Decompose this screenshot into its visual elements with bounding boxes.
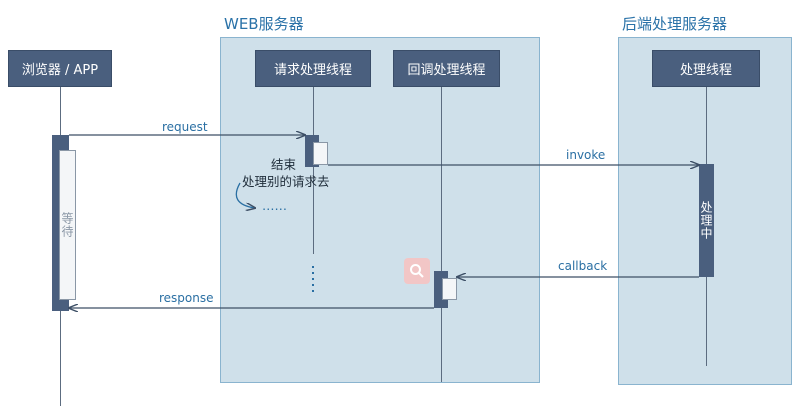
processing-label: 处理中	[699, 201, 713, 240]
handle-other-note: 处理别的请求去	[242, 174, 330, 189]
request-thread-inner	[313, 142, 328, 165]
processing-thread-actor: 处理线程	[652, 50, 760, 87]
callback-thread-lifeline	[441, 86, 442, 382]
waiting-label: 等待	[60, 212, 74, 238]
callback-label: callback	[558, 259, 608, 273]
request-label: request	[162, 120, 208, 134]
request-thread-actor: 请求处理线程	[255, 50, 371, 87]
callback-thread-actor: 回调处理线程	[393, 50, 500, 87]
web-server-container	[220, 37, 540, 383]
end-note: 结束	[271, 157, 297, 172]
ellipsis-note: ……	[262, 198, 287, 213]
backend-server-title: 后端处理服务器	[622, 15, 728, 33]
callback-thread-inner	[442, 278, 457, 300]
browser-actor: 浏览器 / APP	[8, 50, 112, 87]
web-server-title: WEB服务器	[224, 15, 304, 33]
invoke-label: invoke	[566, 148, 606, 162]
processing-activation: 处理中	[699, 164, 714, 277]
request-thread-lifeline	[313, 86, 314, 254]
return-curve-arrow	[235, 182, 255, 208]
response-label: response	[159, 291, 214, 305]
browser-waiting-box: 等待	[59, 150, 76, 300]
search-icon	[404, 258, 430, 284]
